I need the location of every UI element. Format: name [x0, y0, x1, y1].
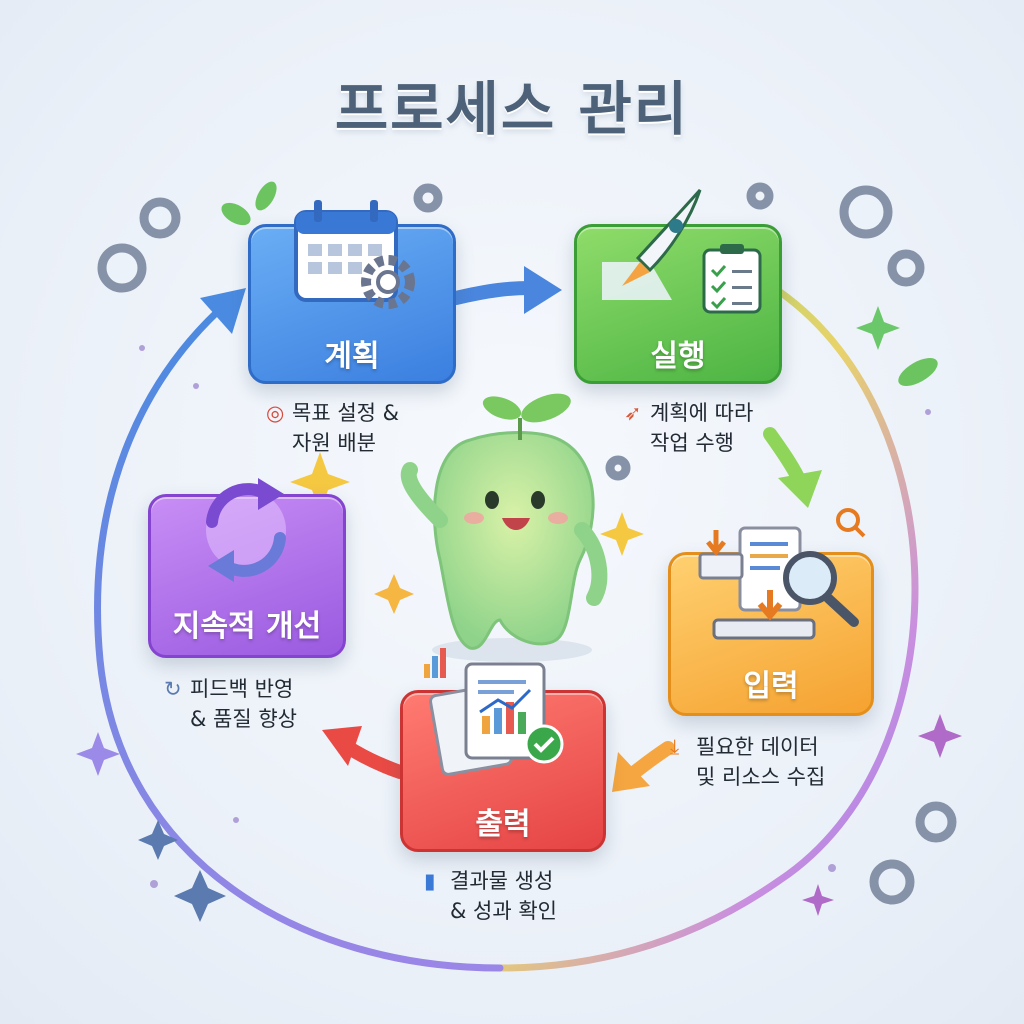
- cycle-ring-right: [496, 288, 919, 972]
- step-desc-input-line2: 및 리소스 수집: [696, 765, 826, 789]
- step-card-plan: 계획: [248, 224, 456, 384]
- cycle-ring-left: [94, 298, 504, 972]
- target-icon: ◎: [266, 401, 285, 425]
- arrow-plan-to-exec-head: [524, 266, 562, 314]
- step-desc-exec-line1: 계획에 따라: [650, 401, 754, 425]
- cycle-ring-arrowhead: [200, 288, 246, 334]
- arrow-plan-to-exec: [449, 281, 537, 305]
- step-desc-exec-line2: 작업 수행: [650, 431, 734, 455]
- step-desc-improve: ↻ 피드백 반영 & 품질 향상: [164, 674, 297, 734]
- refresh-icon: ↻: [164, 677, 182, 701]
- step-desc-plan-line2: 자원 배분: [292, 431, 376, 455]
- step-card-improve: 지속적 개선: [148, 494, 346, 658]
- step-desc-output-line1: 결과물 생성: [450, 869, 554, 893]
- step-card-output: 출력: [400, 690, 606, 852]
- leaf-icon: [221, 181, 938, 386]
- step-card-input: 입력: [668, 552, 874, 716]
- step-label-output: 출력: [475, 807, 531, 842]
- rocket-icon: ➶: [624, 401, 642, 425]
- step-label-plan: 계획: [324, 339, 380, 374]
- step-desc-plan-line1: 목표 설정 &: [292, 401, 400, 425]
- bar-chart-icon: ▮: [424, 869, 436, 893]
- step-desc-input-line1: 필요한 데이터: [696, 735, 819, 759]
- step-desc-output-line2: & 성과 확인: [450, 899, 558, 923]
- page-title: 프로세스 관리: [334, 75, 690, 143]
- step-desc-improve-line2: & 품질 향상: [190, 707, 298, 731]
- arrow-output-to-improve-head: [322, 726, 362, 766]
- step-label-input: 입력: [743, 669, 799, 704]
- sparkle-icon: [76, 306, 962, 922]
- arrow-exec-to-input-head: [778, 470, 822, 508]
- mascot-character: [400, 393, 608, 662]
- step-desc-input: ⤓ 필요한 데이터 및 리소스 수집: [670, 732, 825, 792]
- gear-icon: [97, 182, 957, 905]
- arrow-output-to-improve: [339, 739, 407, 779]
- arrow-exec-to-input: [763, 427, 807, 489]
- step-desc-exec: ➶ 계획에 따라 작업 수행: [624, 398, 753, 458]
- decor-dot: [139, 345, 931, 888]
- download-tray-icon: ⤓: [670, 735, 680, 759]
- step-label-improve: 지속적 개선: [172, 609, 322, 644]
- step-desc-output: ▮ 결과물 생성 & 성과 확인: [424, 866, 557, 926]
- step-card-exec: 실행: [574, 224, 782, 384]
- step-desc-plan: ◎ 목표 설정 & 자원 배분: [266, 398, 399, 458]
- step-label-exec: 실행: [650, 339, 706, 374]
- arrow-input-to-output-head: [612, 752, 650, 792]
- step-desc-improve-line1: 피드백 반영: [190, 677, 294, 701]
